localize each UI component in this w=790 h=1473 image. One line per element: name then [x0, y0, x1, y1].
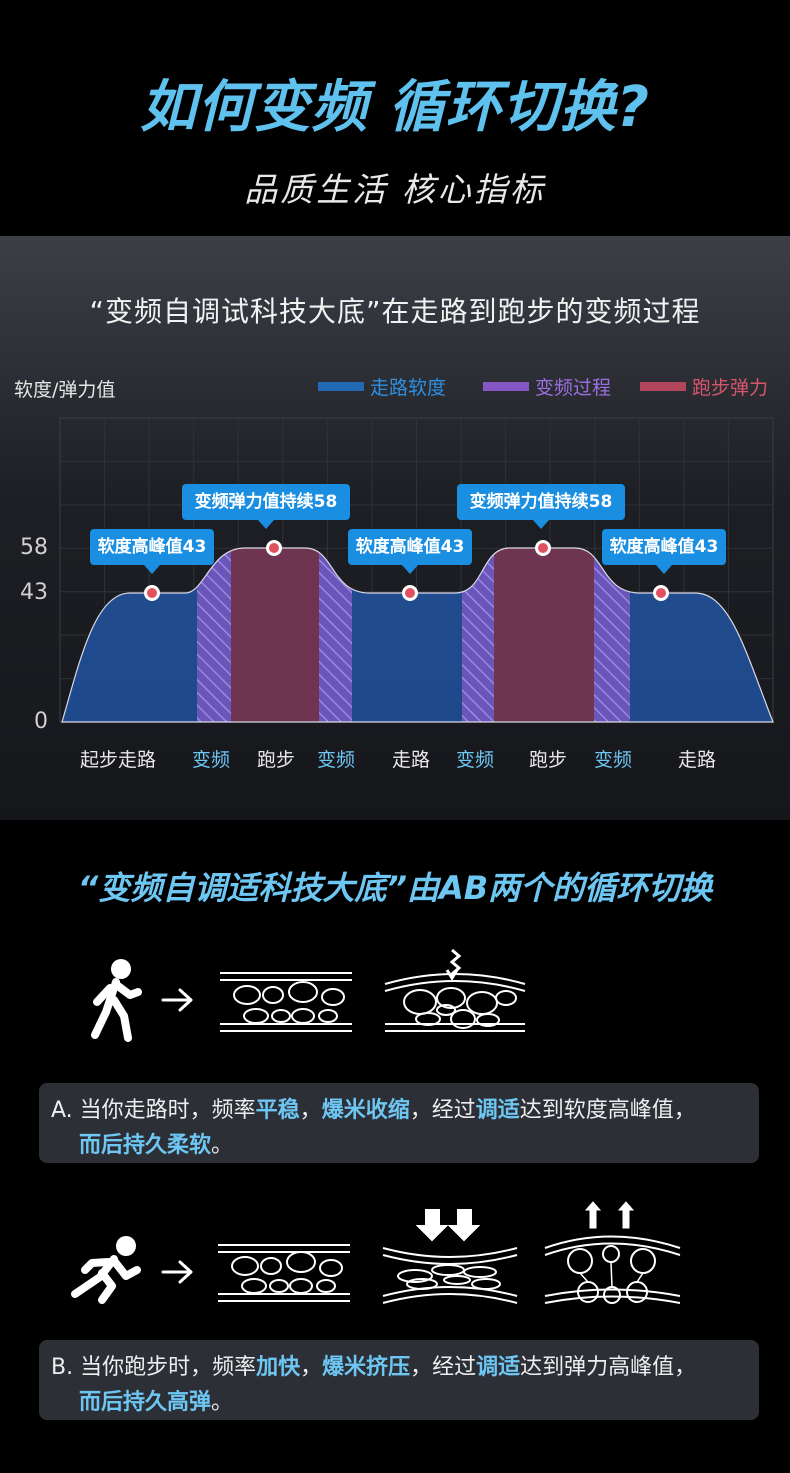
arrow-right-icon: [161, 1260, 193, 1284]
card-a-end: 。: [211, 1133, 234, 1158]
running-person-icon: [71, 1236, 141, 1304]
card-a-bold2: 爆米收缩: [321, 1098, 410, 1123]
legend-label-shift: 变频过程: [535, 376, 612, 399]
card-b-bold3: 调适: [476, 1355, 521, 1380]
segment-shift: [594, 548, 630, 722]
card-b-end: 。: [211, 1390, 234, 1415]
illustration-walk: [91, 948, 526, 1042]
data-point-inner: [269, 543, 279, 553]
chart-outline: [61, 547, 774, 723]
x-tick-label: 跑步: [528, 749, 568, 771]
card-b-bold1: 加快: [256, 1355, 301, 1380]
chart-panel-title: “变频自调试科技大底”在走路到跑步的变频过程: [89, 295, 701, 328]
annotation-callout: 软度高峰值43: [90, 529, 214, 574]
segment-shift: [462, 548, 494, 722]
legend-label-walk: 走路软度: [370, 376, 447, 399]
foam-rebound-icon: [544, 1201, 681, 1304]
segment-shift: [197, 548, 231, 722]
card-b-bold2: 爆米挤压: [322, 1355, 411, 1380]
segment-shift: [319, 548, 352, 722]
page-subtitle: 品质生活 核心指标: [244, 170, 546, 209]
annotation-callout: 变频弹力值持续58: [182, 484, 350, 529]
arrow-right-icon: [161, 988, 193, 1012]
card-b-sep1: ，: [300, 1355, 323, 1380]
card-b-bold4: 而后持久高弹: [79, 1390, 212, 1415]
x-tick-label: 走路: [391, 749, 431, 771]
x-tick-label: 跑步: [256, 749, 296, 771]
card-a-mid: ，经过: [409, 1098, 476, 1123]
segment-run: [231, 548, 319, 722]
card-b-mid: ，经过: [410, 1355, 477, 1380]
annotation-callout: 软度高峰值43: [602, 529, 726, 574]
data-point-inner: [147, 588, 157, 598]
legend-swatch-run: [640, 381, 686, 391]
card-a-prefix: A. 当你走路时，频率: [51, 1098, 256, 1123]
info-card-a: A. 当你走路时，频率平稳，爆米收缩，经过调适达到软度高峰值， 而后持久柔软。: [39, 1083, 759, 1163]
legend-swatch-shift: [483, 381, 529, 391]
foam-soft-compress-icon: [384, 948, 526, 1032]
foam-relaxed-icon: [220, 972, 352, 1032]
data-point-inner: [405, 588, 415, 598]
annotation-callout: 变频弹力值持续58: [457, 484, 625, 529]
card-a-bold3: 调适: [475, 1098, 520, 1123]
y-tick-label: 43: [20, 580, 48, 605]
legend-item-walk: 走路软度: [318, 373, 446, 399]
section2-title: “变频自调适科技大底”由AB两个的循环切换: [77, 869, 713, 907]
card-a-sep1: ，: [299, 1098, 322, 1123]
card-a-bold1: 平稳: [255, 1098, 300, 1123]
segment-walk: [62, 548, 197, 722]
chart-marks: [144, 540, 669, 601]
walking-person-icon: [91, 959, 142, 1042]
page-title: 如何变频 循环切换?: [140, 75, 650, 140]
x-tick-label: 变频: [455, 749, 495, 771]
x-tick-label: 变频: [316, 749, 356, 771]
y-tick-label: 58: [20, 535, 48, 560]
card-a-suffix: 达到软度高峰值，: [519, 1098, 696, 1123]
annotation-callout: 软度高峰值43: [348, 529, 472, 574]
y-axis-label: 软度/弹力值: [14, 379, 116, 401]
x-tick-label: 变频: [191, 749, 231, 771]
legend-label-run: 跑步弹力: [692, 376, 769, 399]
segment-run: [494, 548, 594, 722]
info-card-b: B. 当你跑步时，频率加快，爆米挤压，经过调适达到弹力高峰值， 而后持久高弹。: [39, 1340, 759, 1420]
header: [0, 0, 790, 236]
data-point-inner: [656, 588, 666, 598]
y-tick-label: 0: [34, 709, 48, 734]
card-b-suffix: 达到弹力高峰值，: [520, 1355, 697, 1380]
legend-item-shift: 变频过程: [483, 373, 611, 399]
segment-walk: [630, 548, 773, 722]
x-tick-label: 走路: [677, 749, 717, 771]
x-tick-label: 起步走路: [79, 749, 157, 771]
legend-item-run: 跑步弹力: [640, 373, 768, 399]
illustration-run: [71, 1201, 681, 1304]
foam-relaxed-icon: [218, 1244, 350, 1302]
legend-swatch-walk: [318, 381, 364, 391]
data-point-inner: [538, 543, 548, 553]
x-tick-label: 变频: [593, 749, 633, 771]
chart-panel: [0, 236, 790, 820]
card-b-prefix: B. 当你跑步时，频率: [51, 1355, 257, 1380]
foam-squeeze-icon: [382, 1209, 518, 1304]
card-a-bold4: 而后持久柔软: [79, 1133, 212, 1158]
